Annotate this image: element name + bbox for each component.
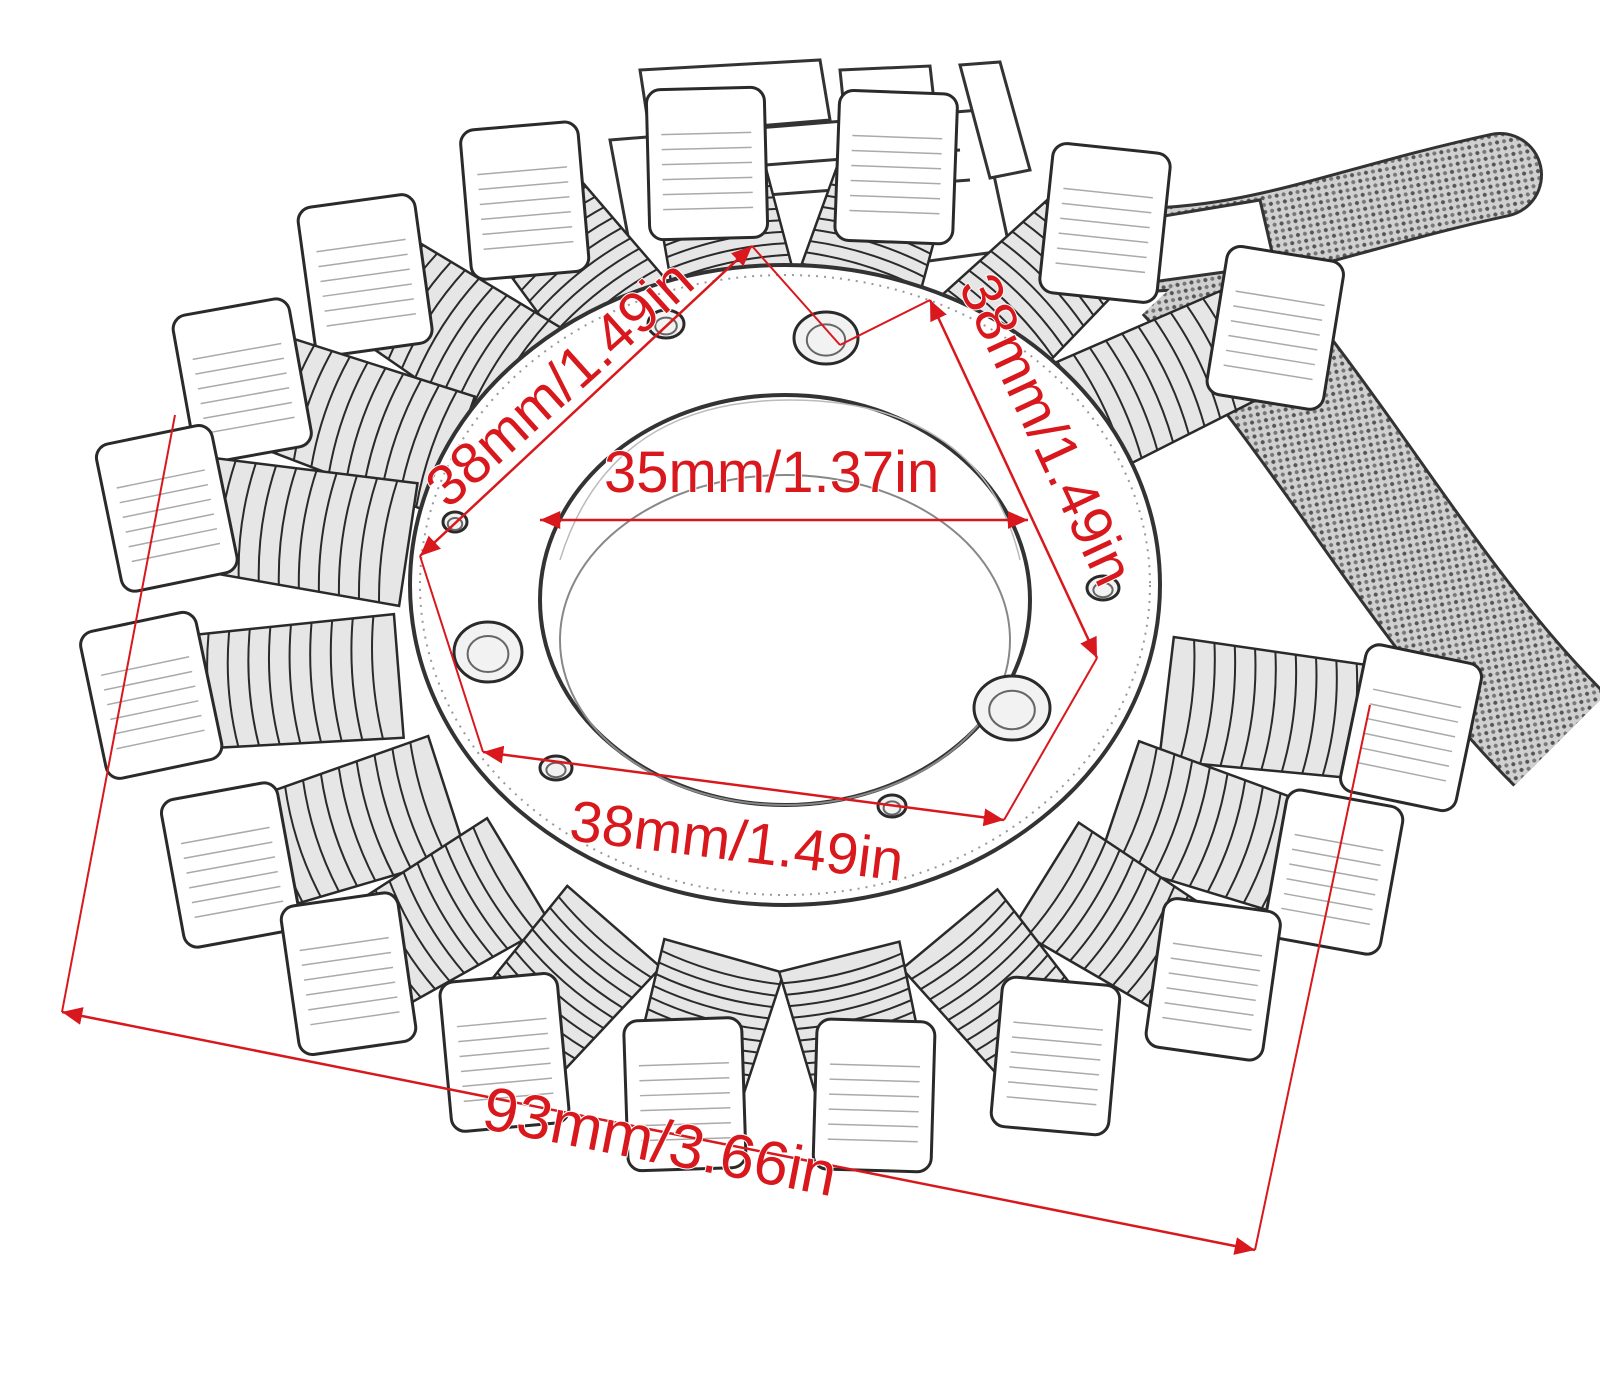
coil-tooth <box>171 297 477 516</box>
ext-line-hole-top-right <box>839 299 931 346</box>
coil-tooth <box>79 610 406 780</box>
ext-line-left <box>61 414 176 1013</box>
ext-line-right <box>1254 704 1371 1251</box>
coil-tooth <box>791 89 959 326</box>
dim-line-bottom <box>482 745 1005 827</box>
ext-line-hole-right <box>1003 657 1098 821</box>
coil-tooth <box>1055 244 1345 476</box>
dimension-annotations <box>61 245 1371 1255</box>
ext-line-hole-top <box>751 245 841 346</box>
coil-tooth <box>1157 635 1483 813</box>
coil-tooth <box>94 424 419 608</box>
dim-line-top-left <box>419 245 753 557</box>
mounting-hole <box>452 620 524 684</box>
mounting-hole <box>792 310 860 366</box>
ext-line-hole-left <box>419 555 484 753</box>
coil-tooth <box>159 734 468 949</box>
dim-line-right <box>928 299 1099 659</box>
label-inner-diameter: 35mm/1.37in <box>604 440 939 505</box>
dim-line-outer <box>61 1007 1256 1255</box>
mounting-hole <box>972 674 1052 742</box>
